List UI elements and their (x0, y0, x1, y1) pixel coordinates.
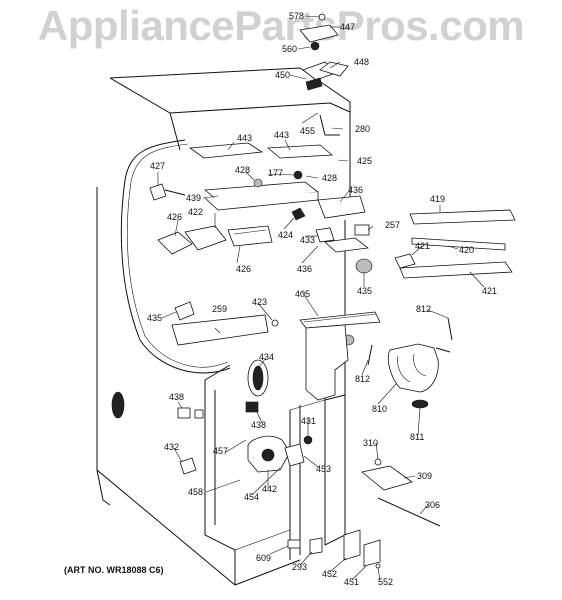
callout-label: 423 (252, 297, 267, 307)
callout-label: 433 (300, 235, 315, 245)
callout-label: 452 (322, 569, 337, 579)
callout-label: 443 (274, 130, 289, 140)
callout-label: 443 (237, 133, 252, 143)
cover (171, 314, 269, 346)
callout-label: 419 (430, 194, 445, 204)
callout-label: 257 (385, 220, 400, 230)
callout-label: 177 (268, 168, 283, 178)
callout-label: 812 (416, 304, 431, 314)
callout-label: 427 (150, 161, 165, 171)
clip (174, 301, 195, 321)
callout-label: 424 (278, 230, 293, 240)
callout-label: 552 (378, 577, 393, 587)
control-housing (188, 142, 370, 253)
callout-label: 259 (212, 304, 227, 314)
callout-label: 428 (235, 165, 250, 175)
callout-label: 421 (482, 286, 497, 296)
callout-label: 439 (186, 193, 201, 203)
callout-label: 431 (301, 416, 316, 426)
callout-label: 811 (410, 432, 424, 442)
callout-label: 578 (289, 11, 304, 21)
callout-label: 434 (259, 352, 274, 362)
bracket (361, 458, 441, 527)
callout-label: 447 (340, 22, 355, 32)
callout-label: 426 (167, 212, 182, 222)
callout-label: 450 (275, 70, 290, 80)
callout-label: 454 (244, 492, 259, 502)
callout-label: 810 (372, 404, 387, 414)
callout-label: 422 (188, 207, 203, 217)
callout-label: 560 (282, 44, 297, 54)
callout-label: 438 (251, 420, 266, 430)
callout-label: 425 (357, 156, 372, 166)
callout-label: 426 (236, 264, 251, 274)
callout-label: 438 (169, 392, 184, 402)
bottom-hinge (287, 529, 381, 569)
art-number: (ART NO. WR18088 C6) (64, 565, 164, 575)
callout-label: 451 (344, 577, 359, 587)
callout-label: 436 (348, 185, 363, 195)
callout-label: 280 (355, 124, 370, 134)
callout-label: 421 (415, 241, 430, 251)
air-duct (299, 311, 381, 401)
callout-label: 432 (164, 442, 179, 452)
callout-label: 293 (292, 562, 307, 572)
thermostat (149, 183, 186, 201)
callout-label: 457 (213, 446, 228, 456)
light-sockets (157, 225, 373, 346)
vent-slot (111, 391, 125, 419)
callout-label: 442 (262, 484, 277, 494)
trim-bars (394, 209, 516, 279)
callout-label: 458 (188, 487, 203, 497)
callout-label: 435 (357, 286, 372, 296)
callout-label: 455 (300, 126, 315, 136)
callout-label: 453 (316, 464, 331, 474)
callout-label: 420 (459, 245, 474, 255)
switch (179, 457, 197, 475)
relay (177, 407, 191, 419)
callout-label: 310 (363, 438, 378, 448)
fan-assembly (247, 435, 313, 473)
callout-label: 309 (417, 471, 432, 481)
callout-label: 428 (322, 173, 337, 183)
callout-label: 812 (355, 374, 370, 384)
door-gasket (120, 139, 231, 374)
callout-label: 609 (256, 553, 271, 563)
callout-label: 405 (295, 289, 310, 299)
callout-label: 306 (425, 500, 440, 510)
callout-label: 436 (297, 264, 312, 274)
callout-labels: 578 447 560 448 450 455 280 443 443 425 … (147, 11, 497, 587)
callout-label: 435 (147, 313, 162, 323)
leader-lines (157, 15, 485, 581)
defrost-heater (367, 317, 453, 409)
callout-label: 448 (354, 57, 369, 67)
